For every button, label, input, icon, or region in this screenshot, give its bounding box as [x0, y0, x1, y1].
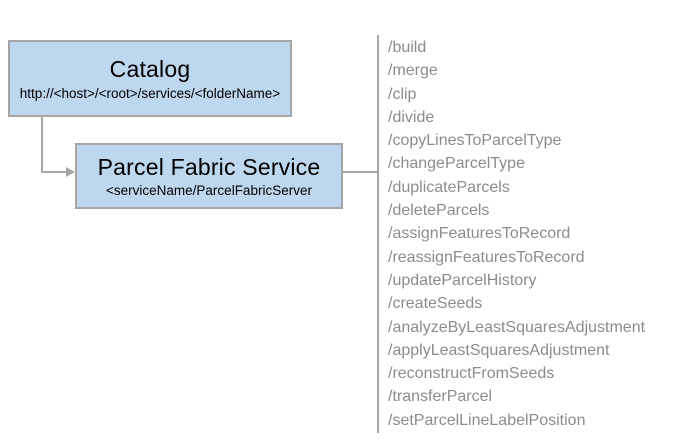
operation-item: /divide [388, 108, 435, 126]
operation-item: /changeParcelType [388, 155, 525, 173]
catalog-box-title: Catalog [109, 56, 191, 83]
operation-item: /duplicateParcels [388, 178, 510, 196]
operation-item: /reassignFeaturesToRecord [388, 248, 585, 266]
operations-spine-line [377, 35, 379, 433]
operation-item: /createSeeds [388, 295, 483, 313]
operation-item: /setParcelLineLabelPosition [388, 411, 586, 429]
service-box-title: Parcel Fabric Service [97, 153, 321, 180]
operations-list: /build /merge /clip /divide /copyLinesTo… [388, 36, 645, 432]
operation-item: /reconstructFromSeeds [388, 365, 555, 383]
connector-horizontal-run [41, 171, 68, 173]
parcel-fabric-service-box: Parcel Fabric Service <serviceName/Parce… [75, 143, 343, 209]
operation-item: /analyzeByLeastSquaresAdjustment [388, 318, 646, 336]
arrowhead-icon [66, 167, 75, 177]
service-box-url: <serviceName/ParcelFabricServer [106, 183, 312, 199]
operation-item: /transferParcel [388, 388, 493, 406]
operation-item: /deleteParcels [388, 202, 490, 220]
operation-item: /assignFeaturesToRecord [388, 225, 571, 243]
operation-item: /updateParcelHistory [388, 271, 537, 289]
operation-item: /merge [388, 62, 438, 80]
catalog-box-url: http://<host>/<root>/services/<folderNam… [19, 85, 281, 101]
catalog-box: Catalog http://<host>/<root>/services/<f… [8, 40, 292, 117]
operation-item: /clip [388, 85, 417, 103]
connector-to-operations [343, 171, 377, 173]
operation-item: /applyLeastSquaresAdjustment [388, 341, 610, 359]
operation-item: /build [388, 39, 427, 56]
operation-item: /copyLinesToParcelType [388, 132, 562, 150]
connector-vertical-drop [41, 117, 43, 173]
